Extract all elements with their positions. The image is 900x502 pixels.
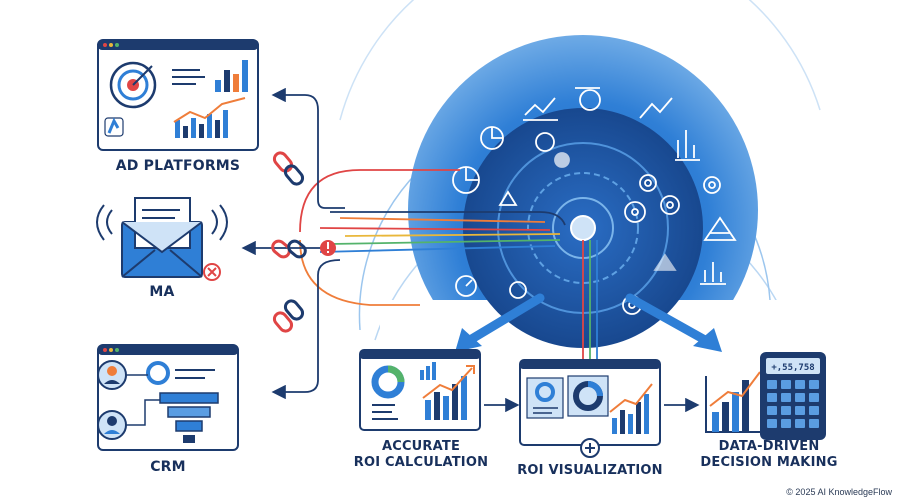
mountain-chart-icon xyxy=(653,253,677,271)
growth-chart-icon xyxy=(609,383,653,434)
output-arrows xyxy=(465,293,710,345)
funnel-icon xyxy=(159,392,219,443)
data-driven-line1: DATA-DRIVEN xyxy=(718,439,820,454)
chain-link-icon xyxy=(272,299,305,333)
signal-icon xyxy=(96,204,228,241)
calculator-display: +,55,758 xyxy=(771,363,814,373)
pie-chart-icon xyxy=(452,166,480,194)
copyright-footer: © 2025 AI KnowledgeFlow xyxy=(786,487,892,497)
target-icon xyxy=(575,87,601,111)
target-icon xyxy=(109,61,157,109)
ad-platforms-label: AD PLATFORMS xyxy=(115,158,241,174)
accurate-roi-line2: ROI CALCULATION xyxy=(353,455,489,470)
trend-chart-icon xyxy=(173,97,246,138)
crm-label: CRM xyxy=(150,459,186,475)
gear-icon xyxy=(660,195,680,215)
add-icon xyxy=(580,438,600,458)
data-flow-lines xyxy=(299,169,598,360)
bar-chart-icon xyxy=(700,262,726,285)
warning-icon xyxy=(320,240,336,256)
calculator-icon: +,55,758 xyxy=(760,352,826,440)
chain-link-icon xyxy=(272,151,305,186)
donut-chart-icon xyxy=(567,375,609,417)
list-lines xyxy=(172,69,205,85)
broken-chain-icon xyxy=(271,239,307,259)
donut-icon xyxy=(535,132,555,152)
pie-chart-icon xyxy=(480,126,504,150)
triangle-icon xyxy=(498,190,518,206)
ad-platforms-window xyxy=(97,39,259,151)
ads-logo-icon xyxy=(104,117,124,137)
user-avatar-icon xyxy=(97,360,127,390)
growth-chart-icon xyxy=(422,365,475,420)
gear-icon xyxy=(703,176,721,194)
gear-icon xyxy=(624,201,646,223)
ma-label: MA xyxy=(149,284,175,300)
donut-chart-icon xyxy=(371,365,405,399)
pyramid-icon xyxy=(703,216,737,241)
donut-icon xyxy=(146,361,170,385)
gauge-icon xyxy=(455,275,477,297)
ma-envelope xyxy=(96,197,228,281)
close-icon xyxy=(203,263,221,281)
arrow-head-left xyxy=(455,328,482,352)
arrow-head-right xyxy=(693,328,722,352)
dial-icon xyxy=(509,281,527,299)
data-driven-line2: DECISION MAKING xyxy=(700,455,838,470)
mini-bar-icon xyxy=(420,362,436,380)
accurate-roi-window xyxy=(359,349,481,431)
line-chart-icon xyxy=(523,97,558,121)
gear-icon xyxy=(639,174,657,192)
crm-window xyxy=(97,344,239,451)
accurate-roi-line1: ACCURATE xyxy=(381,439,461,454)
decision-chart xyxy=(705,371,770,433)
roi-visualization-label: ROI VISUALIZATION xyxy=(517,463,663,478)
pie-small-icon xyxy=(554,152,570,168)
user-avatar-icon xyxy=(97,410,127,440)
data-driven-label: DATA-DRIVEN DECISION MAKING xyxy=(694,439,844,471)
roi-visualization-window xyxy=(519,359,661,458)
bar-chart-icon xyxy=(675,130,700,161)
bar-chart-icon xyxy=(215,60,248,92)
trend-icon xyxy=(639,97,673,119)
accurate-roi-label: ACCURATE ROI CALCULATION xyxy=(352,439,490,471)
hub-icons xyxy=(452,87,737,315)
source-connectors xyxy=(241,87,345,400)
